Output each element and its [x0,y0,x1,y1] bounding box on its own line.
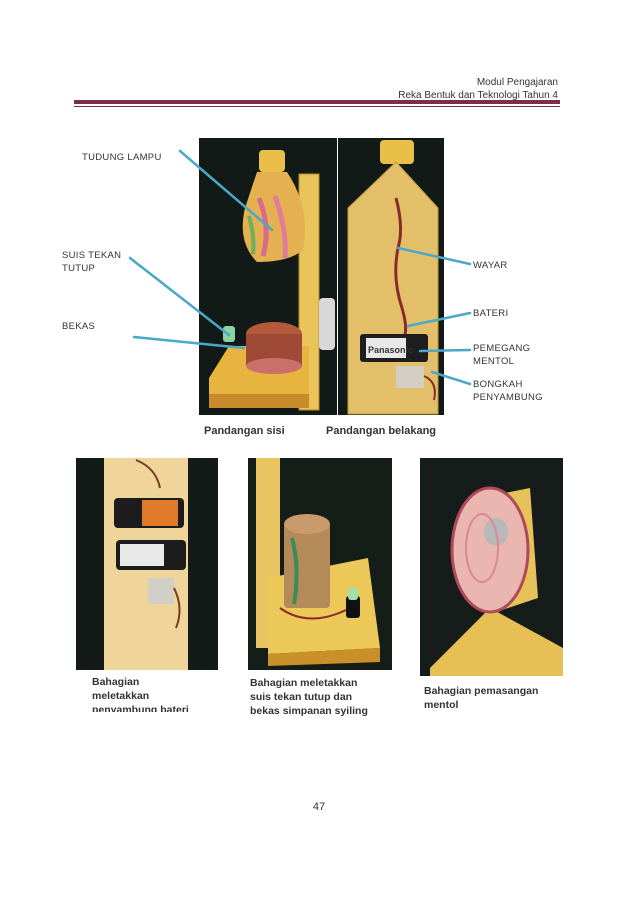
pointer-bateri [406,311,472,328]
label-pemegang-line1: PEMEGANG [473,343,531,354]
caption-3-line-1: Bahagian pemasangan [424,685,539,697]
pointer-suis [128,256,231,337]
page-number: 47 [312,801,326,813]
label-pemegang-line2: MENTOL [473,356,515,367]
caption-2-line-1: Bahagian meletakkan [250,677,358,689]
caption-battery-section: Bahagian meletakkan penyambung bateri [92,675,212,712]
caption-3-line-2: mentol [424,699,459,711]
caption-switch-section: Bahagian meletakkan suis tekan tutup dan… [250,676,400,720]
caption-1-line-2: meletakkan [92,690,150,702]
photo-bulb-section [420,458,563,676]
label-bongkah-line2: PENYAMBUNG [473,392,543,403]
label-bateri: BATERI [473,308,509,319]
photo-switch-section [248,458,392,670]
pointer-wayar [396,246,472,266]
label-bekas: BEKAS [62,321,96,332]
photo-battery-section [76,458,218,670]
photo-back-view: Panasonic [338,138,444,415]
header-title: Modul Pengajaran [476,77,558,88]
pointer-tudung-lampu [178,149,274,232]
header-rule-thin [74,106,560,107]
label-bongkah-line1: BONGKAH [473,379,523,390]
caption-side-view: Pandangan sisi [204,425,285,437]
label-tudung-lampu: TUDUNG LAMPU [82,152,162,163]
pointer-pemegang [418,348,472,353]
header-rule-thick [74,100,560,104]
photo-side-view [199,138,337,415]
caption-back-view: Pandangan belakang [326,425,437,437]
battery-brand-text: Panasonic [368,345,413,355]
pointer-bongkah [430,370,472,386]
label-suis-line2: TUTUP [62,263,96,274]
caption-bulb-section: Bahagian pemasangan mentol [424,684,574,716]
caption-1-line-1: Bahagian [92,676,140,688]
label-suis-line1: SUIS TEKAN [62,250,122,261]
header-subtitle: Reka Bentuk dan Teknologi Tahun 4 [398,90,558,101]
label-wayar: WAYAR [473,260,508,271]
pointer-bekas [132,335,246,350]
caption-2-line-2: suis tekan tutup dan [250,691,353,703]
caption-1-line-3: penyambung bateri [92,704,189,712]
caption-2-line-3: bekas simpanan syiling [250,705,368,717]
